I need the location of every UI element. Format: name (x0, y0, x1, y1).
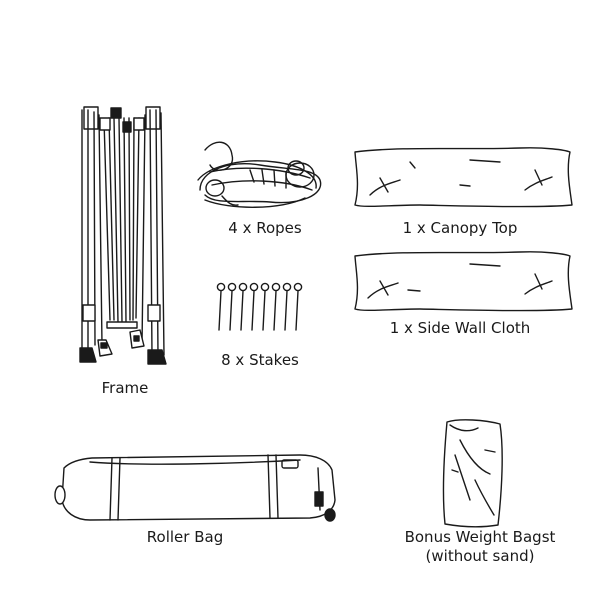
canopy-top-illustration (354, 147, 573, 208)
frame-illustration (79, 106, 167, 365)
weight-bag-illustration (442, 419, 503, 528)
roller-bag-illustration (54, 454, 336, 522)
side-wall-cloth-illustration (354, 251, 573, 312)
roller-bag-label: Roller Bag (146, 528, 224, 546)
frame-label: Frame (101, 379, 149, 397)
canopy-top-label: 1 x Canopy Top (402, 219, 518, 237)
ropes-illustration (197, 141, 322, 208)
side-wall-cloth-label: 1 x Side Wall Cloth (389, 319, 531, 337)
ropes-label: 4 x Ropes (228, 219, 302, 237)
weight-bag-note: (without sand) (425, 547, 535, 565)
stakes-label: 8 x Stakes (221, 351, 299, 369)
stakes-illustration (216, 282, 303, 331)
weight-bag-label: Bonus Weight Bagst (404, 528, 556, 546)
